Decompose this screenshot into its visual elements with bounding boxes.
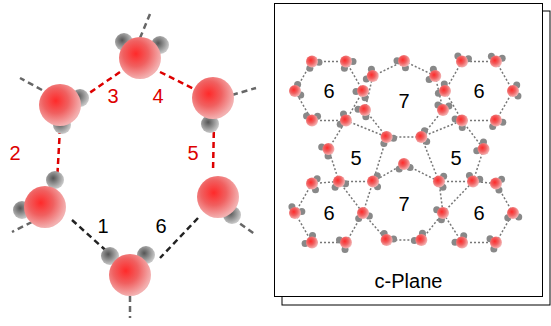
ring-size-number: 7 [398, 194, 409, 214]
plane-box: c-Plane 6 7 6 5 5 6 7 6 [274, 3, 543, 297]
water-molecule [13, 171, 66, 228]
water-molecule [115, 33, 169, 79]
water-molecule [197, 176, 241, 224]
bond-number: 5 [187, 143, 198, 163]
ring-size-number: 6 [473, 81, 484, 101]
ring-size-number: 6 [473, 203, 484, 223]
hydrogen-bond [232, 88, 256, 95]
bond-number: 6 [155, 216, 166, 236]
bond-number: 4 [152, 86, 163, 106]
ring-size-number: 6 [323, 203, 334, 223]
ring-size-number: 6 [323, 81, 334, 101]
ring-size-number: 5 [350, 148, 361, 168]
water-molecule [192, 77, 234, 133]
water-molecule [39, 84, 89, 134]
water-molecule [101, 246, 155, 296]
ice-lattice [275, 4, 544, 298]
hydrogen-bond [140, 14, 150, 38]
bond-number: 1 [97, 216, 108, 236]
hydrogen-bond [20, 78, 42, 90]
hydrogen-bond [129, 296, 132, 318]
ring-size-number: 5 [450, 148, 461, 168]
hydrogen-bond [12, 222, 32, 232]
bond-number: 3 [107, 86, 118, 106]
plane-label: c-Plane [375, 270, 443, 292]
ring-size-number: 7 [398, 91, 409, 111]
bond-number: 2 [9, 143, 20, 163]
hydrogen-bond [160, 72, 196, 90]
